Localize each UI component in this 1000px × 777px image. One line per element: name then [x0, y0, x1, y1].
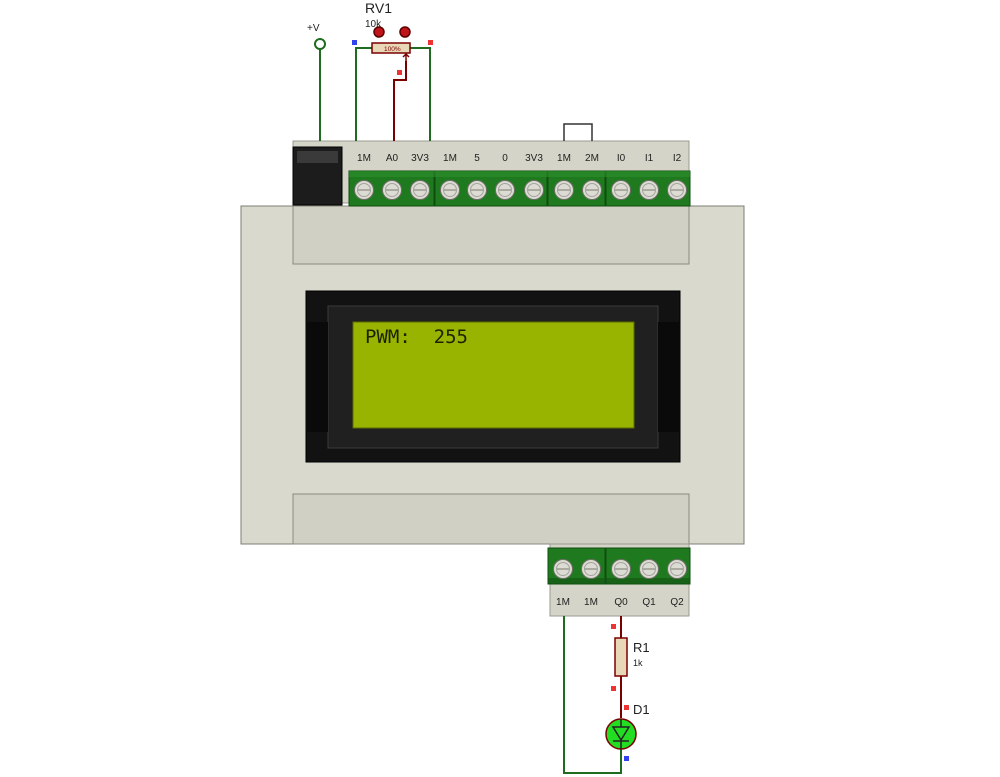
top-terminal-label: 3V3 — [525, 153, 543, 164]
rv1-pin-wiper — [397, 70, 402, 75]
power-jack-opening — [297, 151, 338, 163]
top-terminal-label: 1M — [357, 153, 371, 164]
bottom-terminal-label: 1M — [584, 597, 598, 608]
top-terminal-screw-5[interactable] — [495, 180, 515, 200]
potentiometer-rv1[interactable]: RV1 10k 100% — [352, 0, 433, 75]
bottom-terminal-screw-1[interactable] — [581, 559, 601, 579]
bottom-terminal-label: Q0 — [614, 597, 628, 608]
r1-name: R1 — [633, 640, 650, 655]
terminal-block-shading-bottom — [548, 578, 690, 584]
rv1-value: 10k — [365, 19, 382, 30]
top-terminal-screw-9[interactable] — [611, 180, 631, 200]
rv1-decrease-knob[interactable] — [373, 26, 385, 38]
lcd-screen — [352, 321, 635, 429]
top-terminal-screw-2[interactable] — [410, 180, 430, 200]
rv1-increase-knob[interactable] — [399, 26, 411, 38]
top-terminal-screw-11[interactable] — [667, 180, 687, 200]
top-terminal-label: 5 — [474, 153, 480, 164]
rv1-body — [371, 42, 411, 54]
top-terminal-label: I1 — [645, 153, 654, 164]
bottom-terminal-screw-4[interactable] — [667, 559, 687, 579]
plc-upper-panel — [292, 205, 690, 265]
rv1-pin-right — [428, 40, 433, 45]
r1-pin-bottom — [611, 686, 616, 691]
rv1-name: RV1 — [365, 0, 392, 16]
bottom-terminal-label: 1M — [556, 597, 570, 608]
top-terminal-label: 1M — [443, 153, 457, 164]
rv1-wiper-arrow — [402, 52, 410, 61]
bottom-terminal-screw-0[interactable] — [553, 559, 573, 579]
bottom-terminal-labels: 1M 1M Q0 Q1 Q2 — [556, 597, 684, 608]
top-terminal-blocks: 1M A0 3V3 1M 5 0 3V3 1M 2M I0 I1 I2 — [348, 153, 691, 207]
supply-terminal: +V — [307, 23, 326, 50]
top-terminal-screw-8[interactable] — [582, 180, 602, 200]
bottom-screws — [553, 559, 687, 579]
d1-name: D1 — [633, 702, 650, 717]
bottom-terminal-screw-3[interactable] — [639, 559, 659, 579]
top-terminal-label: A0 — [386, 153, 399, 164]
top-terminal-screw-3[interactable] — [440, 180, 460, 200]
resistor-r1: R1 1k — [611, 624, 650, 691]
plc-module — [240, 123, 745, 617]
top-bridge — [563, 123, 593, 141]
bottom-terminal-label: Q1 — [642, 597, 656, 608]
wire-pot-right — [410, 47, 431, 141]
r1-pin-top — [611, 624, 616, 629]
plc-lower-panel — [292, 493, 690, 545]
top-terminal-screw-0[interactable] — [354, 180, 374, 200]
bottom-terminal-label: Q2 — [670, 597, 684, 608]
wire-pot-left — [355, 47, 372, 141]
top-terminal-label: I0 — [617, 153, 626, 164]
top-terminal-screw-1[interactable] — [382, 180, 402, 200]
top-terminal-label: 1M — [557, 153, 571, 164]
led-d1: D1 — [605, 702, 650, 761]
top-terminal-label: I2 — [673, 153, 682, 164]
supply-label: +V — [307, 23, 320, 34]
top-terminal-label: 0 — [502, 153, 508, 164]
wire-d1-return — [563, 616, 622, 774]
wire-pot-wiper — [393, 61, 407, 141]
lcd-notch-right — [658, 322, 680, 432]
d1-pin-bottom — [624, 756, 629, 761]
top-terminal-screw-7[interactable] — [554, 180, 574, 200]
lcd-notch-left — [306, 322, 328, 432]
r1-value: 1k — [633, 658, 643, 668]
top-terminal-screw-6[interactable] — [524, 180, 544, 200]
rv1-pin-left — [352, 40, 357, 45]
d1-symbol — [611, 719, 631, 749]
wires — [319, 47, 622, 774]
top-terminal-label: 2M — [585, 153, 599, 164]
r1-body — [614, 637, 628, 677]
top-terminal-screw-4[interactable] — [467, 180, 487, 200]
top-screws — [354, 180, 687, 200]
bottom-terminal-screw-2[interactable] — [611, 559, 631, 579]
d1-pin-top — [624, 705, 629, 710]
top-terminal-labels: 1M A0 3V3 1M 5 0 3V3 1M 2M I0 I1 I2 — [357, 153, 682, 164]
top-terminal-label: 3V3 — [411, 153, 429, 164]
lcd-text: PWM: 255 — [365, 326, 468, 348]
bottom-terminal-blocks: 1M 1M Q0 Q1 Q2 — [547, 547, 691, 608]
rv1-position-label: 100% — [384, 46, 401, 53]
lcd-display: PWM: 255 — [305, 290, 681, 463]
supply-circle — [314, 38, 326, 50]
top-terminal-screw-10[interactable] — [639, 180, 659, 200]
terminal-block-shading — [349, 171, 690, 177]
